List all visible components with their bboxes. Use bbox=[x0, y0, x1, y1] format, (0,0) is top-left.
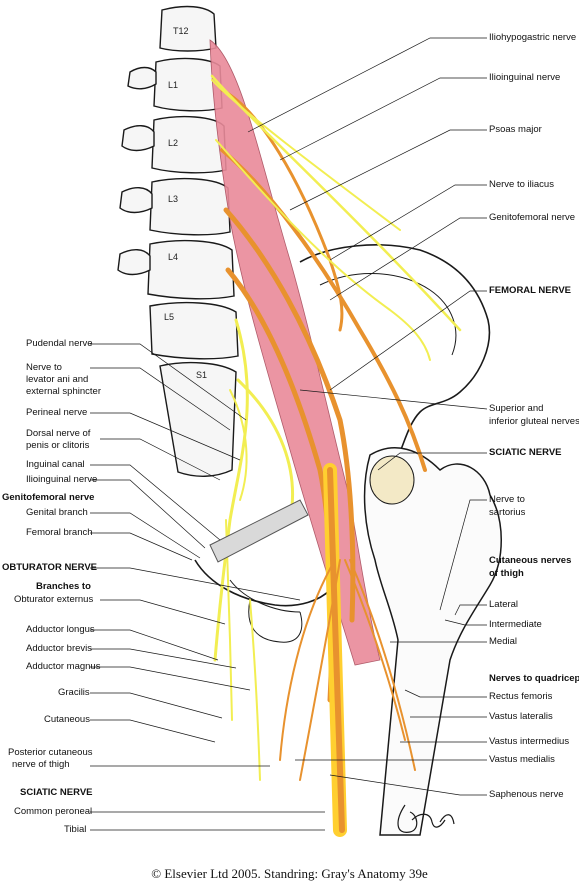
vertebra-label: L4 bbox=[168, 252, 178, 262]
label-saphenous-nerve: Saphenous nerve bbox=[489, 789, 564, 800]
vertebra-label: L5 bbox=[164, 312, 174, 322]
label-genital-branch: Genital branch bbox=[26, 507, 88, 518]
label-vastus-medialis: Vastus medialis bbox=[489, 754, 555, 765]
label-cutaneous-left: Cutaneous bbox=[44, 714, 90, 725]
label-perineal-nerve: Perineal nerve bbox=[26, 407, 88, 418]
label-psoas-major: Psoas major bbox=[489, 124, 542, 135]
label-nerve-to-sartorius-l2: sartorius bbox=[489, 507, 526, 518]
vertebra-label: L1 bbox=[168, 80, 178, 90]
label-adductor-magnus: Adductor magnus bbox=[26, 661, 101, 672]
label-sciatic-nerve-left: SCIATIC NERVE bbox=[20, 787, 93, 798]
label-posterior-cutaneous-l1: Posterior cutaneous bbox=[8, 747, 93, 758]
vertebra-level-labels: T12 L1 L2 L3 L4 L5 S1 bbox=[164, 26, 207, 380]
vertebra-label: T12 bbox=[173, 26, 189, 36]
inguinal-canal bbox=[209, 499, 309, 563]
label-branches-to: Branches to bbox=[36, 581, 91, 592]
artist-signature bbox=[397, 804, 455, 833]
label-lateral: Lateral bbox=[489, 599, 519, 610]
label-common-peroneal: Common peroneal bbox=[14, 806, 93, 817]
label-rectus-femoris: Rectus femoris bbox=[489, 691, 553, 702]
vertebra-label: S1 bbox=[196, 370, 207, 380]
label-nerve-to-iliacus: Nerve to iliacus bbox=[489, 179, 554, 190]
nerve-plexus bbox=[210, 74, 462, 837]
femur-outline bbox=[363, 447, 502, 836]
pelvis-outline bbox=[194, 244, 491, 643]
vertebra-label: L3 bbox=[168, 194, 178, 204]
copyright-credit: © Elsevier Ltd 2005. Standring: Gray's A… bbox=[151, 866, 428, 881]
label-obturator-nerve: OBTURATOR NERVE bbox=[2, 562, 98, 573]
leader-lines bbox=[90, 37, 488, 831]
label-cutaneous-nerves-l1: Cutaneous nerves bbox=[489, 555, 572, 566]
label-obturator-externus: Obturator externus bbox=[14, 594, 94, 605]
label-gracilis: Gracilis bbox=[58, 687, 90, 698]
label-nerve-to-sartorius-l1: Nerve to bbox=[489, 494, 525, 505]
label-adductor-brevis: Adductor brevis bbox=[26, 643, 93, 654]
label-tibial: Tibial bbox=[64, 824, 87, 835]
label-medial: Medial bbox=[489, 636, 517, 647]
label-pudendal-nerve: Pudendal nerve bbox=[26, 338, 93, 349]
label-nerve-to-levator-l1: Nerve to bbox=[26, 362, 62, 373]
label-adductor-longus: Adductor longus bbox=[26, 624, 95, 635]
label-vastus-lateralis: Vastus lateralis bbox=[489, 711, 553, 722]
label-posterior-cutaneous-l2: nerve of thigh bbox=[12, 759, 70, 770]
label-dorsal-nerve-l2: penis or clitoris bbox=[26, 440, 90, 451]
label-vastus-intermedius: Vastus intermedius bbox=[489, 736, 570, 747]
label-ilioinguinal-nerve: Ilioinguinal nerve bbox=[489, 72, 561, 83]
label-nerves-to-quadriceps: Nerves to quadriceps bbox=[489, 673, 579, 684]
label-genitofemoral-nerve: Genitofemoral nerve bbox=[489, 212, 576, 223]
label-genitofemoral-nerve-left: Genitofemoral nerve bbox=[2, 492, 95, 503]
label-intermediate: Intermediate bbox=[489, 619, 542, 630]
label-nerve-to-levator-l3: external sphincter bbox=[26, 386, 101, 397]
label-femoral-branch: Femoral branch bbox=[26, 527, 93, 538]
label-femoral-nerve: FEMORAL NERVE bbox=[489, 285, 571, 296]
vertebra-label: L2 bbox=[168, 138, 178, 148]
label-dorsal-nerve-l1: Dorsal nerve of bbox=[26, 428, 91, 439]
label-nerve-to-levator-l2: levator ani and bbox=[26, 374, 89, 385]
label-ilioinguinal-nerve-left: Ilioinguinal nerve bbox=[26, 474, 98, 485]
label-inguinal-canal: Inguinal canal bbox=[26, 459, 85, 470]
label-gluteal-nerves-line2: inferior gluteal nerves bbox=[489, 416, 579, 427]
label-iliohypogastric-nerve: Iliohypogastric nerve bbox=[489, 32, 577, 43]
label-sciatic-nerve-right: SCIATIC NERVE bbox=[489, 447, 562, 458]
label-cutaneous-nerves-l2: of thigh bbox=[489, 568, 524, 579]
label-gluteal-nerves-line1: Superior and bbox=[489, 403, 544, 414]
